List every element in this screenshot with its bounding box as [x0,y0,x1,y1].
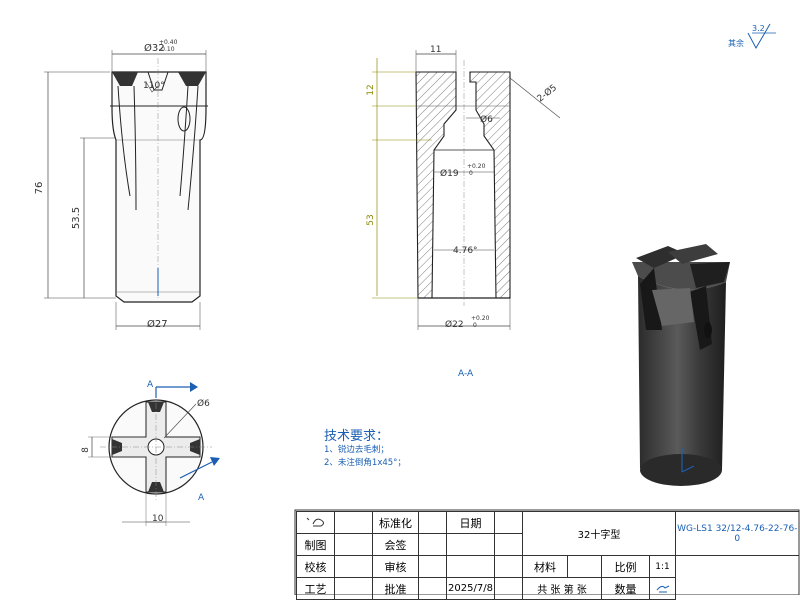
section-taper-text: 4.76° [453,246,478,256]
section-top-width-text: 11 [430,45,441,55]
title-block: 标准化 日期 32十字型 WG-LS1 32/12-4.76-22-76-0 制… [296,511,799,600]
section-hole-dia-text: Ø6 [480,114,493,125]
process-label: 工艺 [296,577,335,600]
approved-by-label: 批准 [372,577,419,600]
front-top-tol-upper: +0.40 [159,39,178,46]
roughness-symbol [747,23,776,50]
technical-requirements: 技术要求： 1、锐边去毛刺； 2、未注倒角1x45°； [324,425,406,470]
front-view [44,50,208,330]
material-label: 材料 [522,555,568,578]
section-bottom-tol-upper: +0.20 [471,315,490,322]
requirements-title: 技术要求： [324,429,390,444]
iso-render [632,244,730,486]
title-block-frame [294,509,800,595]
section-label: A-A [458,369,474,379]
front-total-len-text: 76 [34,182,45,195]
plan-cut-label-top: A [147,380,154,390]
date-label: 日期 [446,511,495,534]
section-bore-tol-upper: +0.20 [467,163,486,170]
roughness-value: 3.2 [752,24,765,33]
plan-view [88,382,220,526]
plan-width-text: 10 [152,514,164,524]
plan-cut-label-bottom: A [198,493,205,503]
signature-mark-cell [296,511,335,534]
section-top-len-text: 12 [366,84,376,95]
quantity-mark [656,585,669,593]
front-angle-text: 110° [143,81,165,91]
scale-value: 1:1 [648,555,677,578]
section-bore-len-text: 53 [366,214,376,225]
section-chamfer-text: 2-Ø5 [535,82,559,104]
section-bottom-tol-lower: 0 [473,322,477,329]
front-top-tol-lower: -0.10 [159,46,175,53]
standardization-label: 标准化 [372,511,419,534]
section-bottom-dia-text: Ø22 [445,319,464,330]
section-view [372,50,561,330]
signature-mark [306,517,324,527]
sheet-count: 共 张 第 张 [522,577,602,600]
front-bottom-dia-text: Ø27 [147,318,168,330]
countersign-label: 会签 [372,533,419,556]
plan-hole-dia-text: Ø6 [197,398,210,409]
front-top-dia-text: Ø32 [144,42,165,54]
reviewed-by-label: 审核 [372,555,419,578]
drawn-by-label: 制图 [296,533,335,556]
approval-date: 2025/7/8 [446,577,495,600]
drawing-number: WG-LS1 32/12-4.76-22-76-0 [675,511,799,556]
section-bore-dia-text: Ø19 [440,168,459,179]
part-name: 32十字型 [521,511,677,556]
scale-label: 比例 [601,555,650,578]
quantity-mark-cell [648,577,677,600]
quantity-label: 数量 [601,577,650,600]
requirement-item-2: 2、未注倒角1x45°； [324,458,406,468]
requirement-item-1: 1、锐边去毛刺； [324,445,389,455]
roughness-prefix: 其余 [728,38,744,48]
checked-by-label: 校核 [296,555,335,578]
front-body-len-text: 53.5 [71,207,82,229]
section-bore-tol-lower: 0 [469,170,473,177]
plan-height-text: 8 [81,447,91,453]
